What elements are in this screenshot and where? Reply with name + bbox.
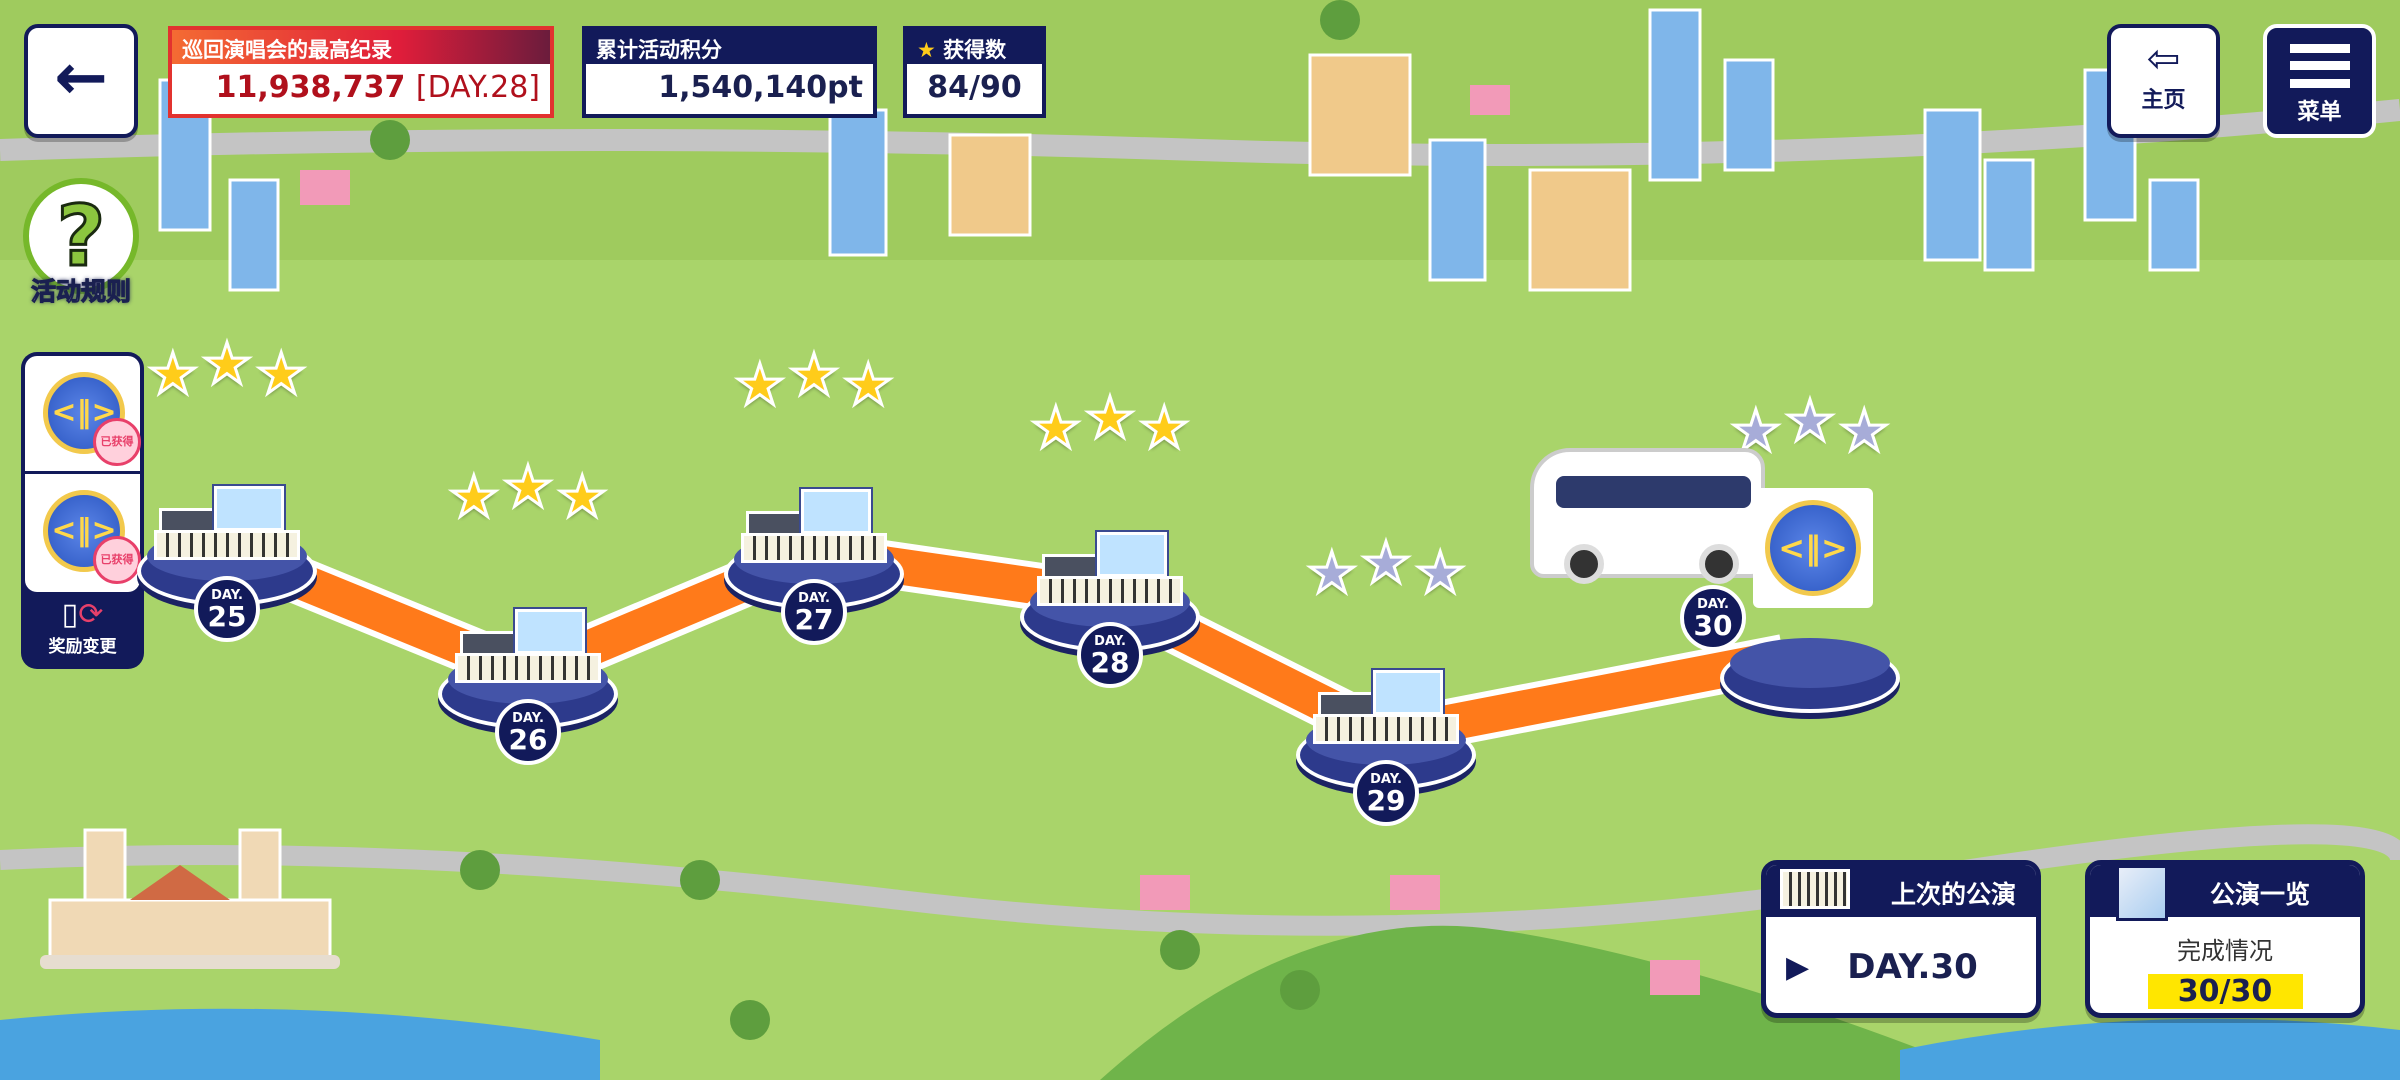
day-badge: DAY.29 [1353, 760, 1419, 826]
venue-icon [1313, 668, 1459, 744]
tour-bus-icon [1530, 448, 1765, 584]
day-badge: DAY.26 [495, 699, 561, 765]
event-rules-label: 活动规则 [30, 277, 131, 307]
day-badge: DAY.30 [1680, 585, 1746, 651]
home-label: 主页 [2141, 88, 2186, 113]
venue-mini-icon [1780, 869, 1850, 909]
stars-count-label-row: ★ 获得数 [907, 30, 1042, 64]
stage-stars-28: ★★★ [1029, 389, 1191, 461]
points-label: 累计活动积分 [586, 30, 873, 64]
stage-day-26[interactable]: DAY.26 [433, 599, 623, 765]
star-icon: ★ [556, 465, 609, 530]
card-swap-icon: ▯⟳ [61, 597, 104, 632]
obtained-stamp: 已获得 [93, 418, 141, 466]
day-prefix: DAY. [798, 591, 830, 606]
day-prefix: DAY. [1094, 634, 1126, 649]
record-score: 11,938,737 [215, 70, 406, 105]
venue-icon [154, 484, 300, 560]
star-icon: ★ [501, 455, 554, 520]
reward-panel: <‖> 已获得 <‖> 已获得 ▯⟳ 奖励变更 [21, 352, 144, 669]
record-label: 巡回演唱会的最高纪录 [172, 30, 550, 64]
stage-day-25[interactable]: DAY.25 [132, 476, 322, 642]
hamburger-icon [2289, 44, 2350, 88]
points-box: 累计活动积分 1,540,140pt [582, 26, 877, 118]
reward-change-label: 奖励变更 [48, 637, 117, 657]
day-prefix: DAY. [211, 588, 243, 603]
day-number: 27 [794, 603, 834, 636]
record-day: [DAY.28] [415, 70, 540, 105]
star-icon: ★ [255, 342, 308, 407]
day-number: 28 [1090, 646, 1130, 679]
stage-stars-25: ★★★ [146, 335, 308, 407]
question-icon: ? [23, 178, 139, 294]
day-number: 26 [508, 723, 548, 756]
palace-landmark [40, 828, 340, 969]
menu-label: 菜单 [2297, 100, 2342, 125]
obtained-stamp: 已获得 [93, 536, 141, 584]
star-icon: ★ [146, 342, 199, 407]
day-number: 30 [1693, 609, 1733, 642]
stars-count-value: 84/90 [927, 70, 1022, 105]
menu-button[interactable]: 菜单 [2263, 24, 2376, 138]
stage-reward-medal-icon: <‖> [1753, 488, 1873, 608]
star-icon: ★ [1083, 386, 1136, 451]
stage-day-28[interactable]: DAY.28 [1015, 522, 1205, 688]
record-box: 巡回演唱会的最高纪录 11,938,737 [DAY.28] [168, 26, 554, 118]
empty-star-icon: ★ [1414, 541, 1467, 606]
reward-slot[interactable]: <‖> 已获得 [25, 474, 141, 592]
star-icon: ★ [842, 353, 895, 418]
day-badge: DAY.25 [194, 576, 260, 642]
points-value: 1,540,140pt [658, 70, 863, 105]
stage-stars-27: ★★★ [733, 346, 895, 418]
day-number: 29 [1366, 784, 1406, 817]
reward-change-button[interactable]: ▯⟳ 奖励变更 [25, 592, 140, 658]
last-performance-button[interactable]: 上次的公演 ▶ DAY.30 [1761, 860, 2041, 1018]
day-badge: DAY.27 [781, 579, 847, 645]
empty-star-icon: ★ [1359, 531, 1412, 596]
stage-stars-29: ★★★ [1305, 534, 1467, 606]
play-icon: ▶ [1786, 949, 1810, 985]
venue-icon [1037, 530, 1183, 606]
day-prefix: DAY. [1370, 772, 1402, 787]
home-button[interactable]: ⇦ 主页 [2107, 24, 2220, 138]
day-badge: DAY.28 [1077, 622, 1143, 688]
completion-label: 完成情况 [2177, 937, 2273, 965]
stage-day-27[interactable]: DAY.27 [719, 479, 909, 645]
stage-day-30[interactable]: <‖> DAY.30 [1530, 448, 1905, 733]
star-icon: ★ [200, 332, 253, 397]
event-rules-button[interactable]: ? 活动规则 [20, 178, 142, 313]
star-icon: ★ [733, 353, 786, 418]
exit-icon: ⇦ [2146, 36, 2181, 82]
list-document-icon [2116, 865, 2168, 921]
reward-slot[interactable]: <‖> 已获得 [25, 356, 141, 474]
day-prefix: DAY. [1697, 597, 1729, 612]
last-performance-day: DAY.30 [1847, 947, 1978, 987]
star-icon: ★ [917, 38, 936, 62]
star-icon: ★ [1138, 396, 1191, 461]
back-button[interactable]: ← [24, 24, 138, 138]
day-number: 25 [207, 600, 247, 633]
star-icon: ★ [447, 465, 500, 530]
empty-star-icon: ★ [1305, 541, 1358, 606]
star-icon: ★ [1029, 396, 1082, 461]
completion-value: 30/30 [2147, 974, 2303, 1009]
stage-day-29[interactable]: DAY.29 [1291, 660, 1481, 826]
stars-count-label: 获得数 [943, 38, 1007, 62]
stars-count-box: ★ 获得数 84/90 [903, 26, 1046, 118]
day-prefix: DAY. [512, 711, 544, 726]
record-value: 11,938,737 [DAY.28] [172, 64, 550, 114]
empty-star-icon: ★ [1783, 389, 1836, 454]
performance-list-button[interactable]: 公演一览 完成情况 30/30 [2085, 860, 2365, 1018]
empty-star-icon: ★ [1838, 399, 1891, 464]
venue-icon [455, 607, 601, 683]
stage-stars-26: ★★★ [447, 458, 609, 530]
venue-icon [741, 487, 887, 563]
star-icon: ★ [787, 343, 840, 408]
